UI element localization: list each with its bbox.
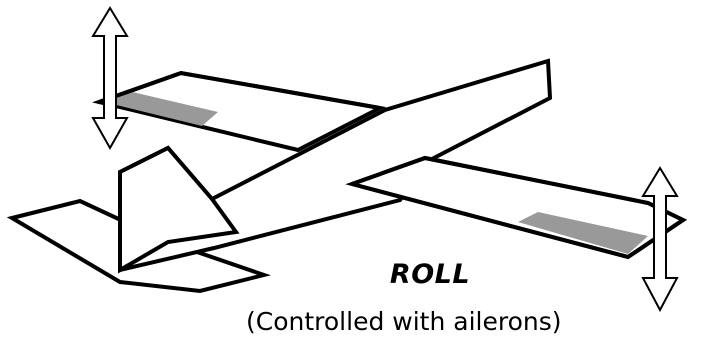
- vertical-fin: [118, 145, 240, 274]
- diagram-subtitle: (Controlled with ailerons): [246, 307, 562, 336]
- right-aileron: [518, 212, 648, 254]
- label-block: ROLL (Controlled with ailerons): [0, 250, 704, 339]
- left-aileron: [104, 91, 218, 126]
- up-down-arrow-icon: [641, 166, 679, 313]
- up-down-arrow-icon: [91, 6, 129, 151]
- diagram-title: ROLL: [389, 259, 471, 290]
